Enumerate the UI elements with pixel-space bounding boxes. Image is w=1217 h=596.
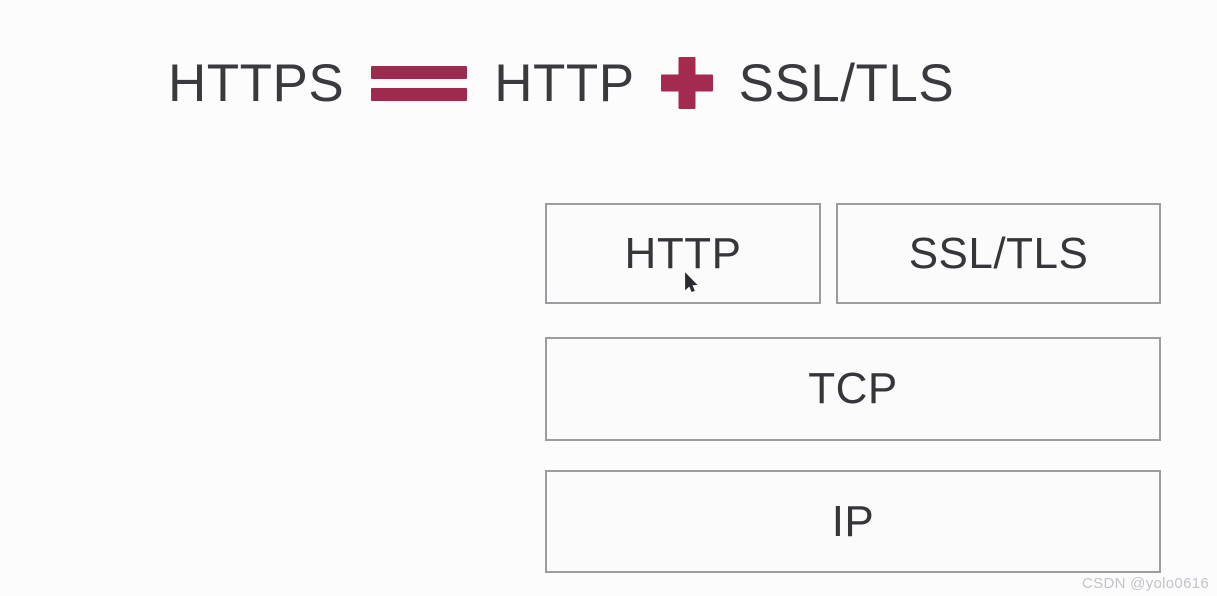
- equals-sign-icon: [371, 64, 468, 102]
- equals-bar-bottom: [371, 87, 468, 101]
- stack-box-tcp: TCP: [545, 337, 1161, 441]
- plus-sign-icon: [660, 57, 713, 109]
- title-equation: HTTPS HTTP SSL/TLS: [168, 46, 954, 120]
- stack-box-ssltls: SSL/TLS: [836, 203, 1161, 304]
- plus-horizontal-bar: [660, 74, 713, 92]
- watermark-label: CSDN @yolo0616: [1082, 575, 1209, 592]
- stack-box-label: TCP: [808, 364, 898, 413]
- equation-term-ssltls: SSL/TLS: [738, 53, 955, 113]
- stack-box-label: IP: [831, 496, 875, 546]
- equation-term-https: HTTPS: [168, 53, 345, 113]
- equation-term-http: HTTP: [494, 53, 635, 113]
- stack-box-http: HTTP: [545, 203, 821, 304]
- stack-box-label: SSL/TLS: [908, 228, 1089, 278]
- stack-box-label: HTTP: [624, 228, 742, 278]
- equals-bar-top: [371, 65, 468, 79]
- stack-box-ip: IP: [545, 470, 1161, 573]
